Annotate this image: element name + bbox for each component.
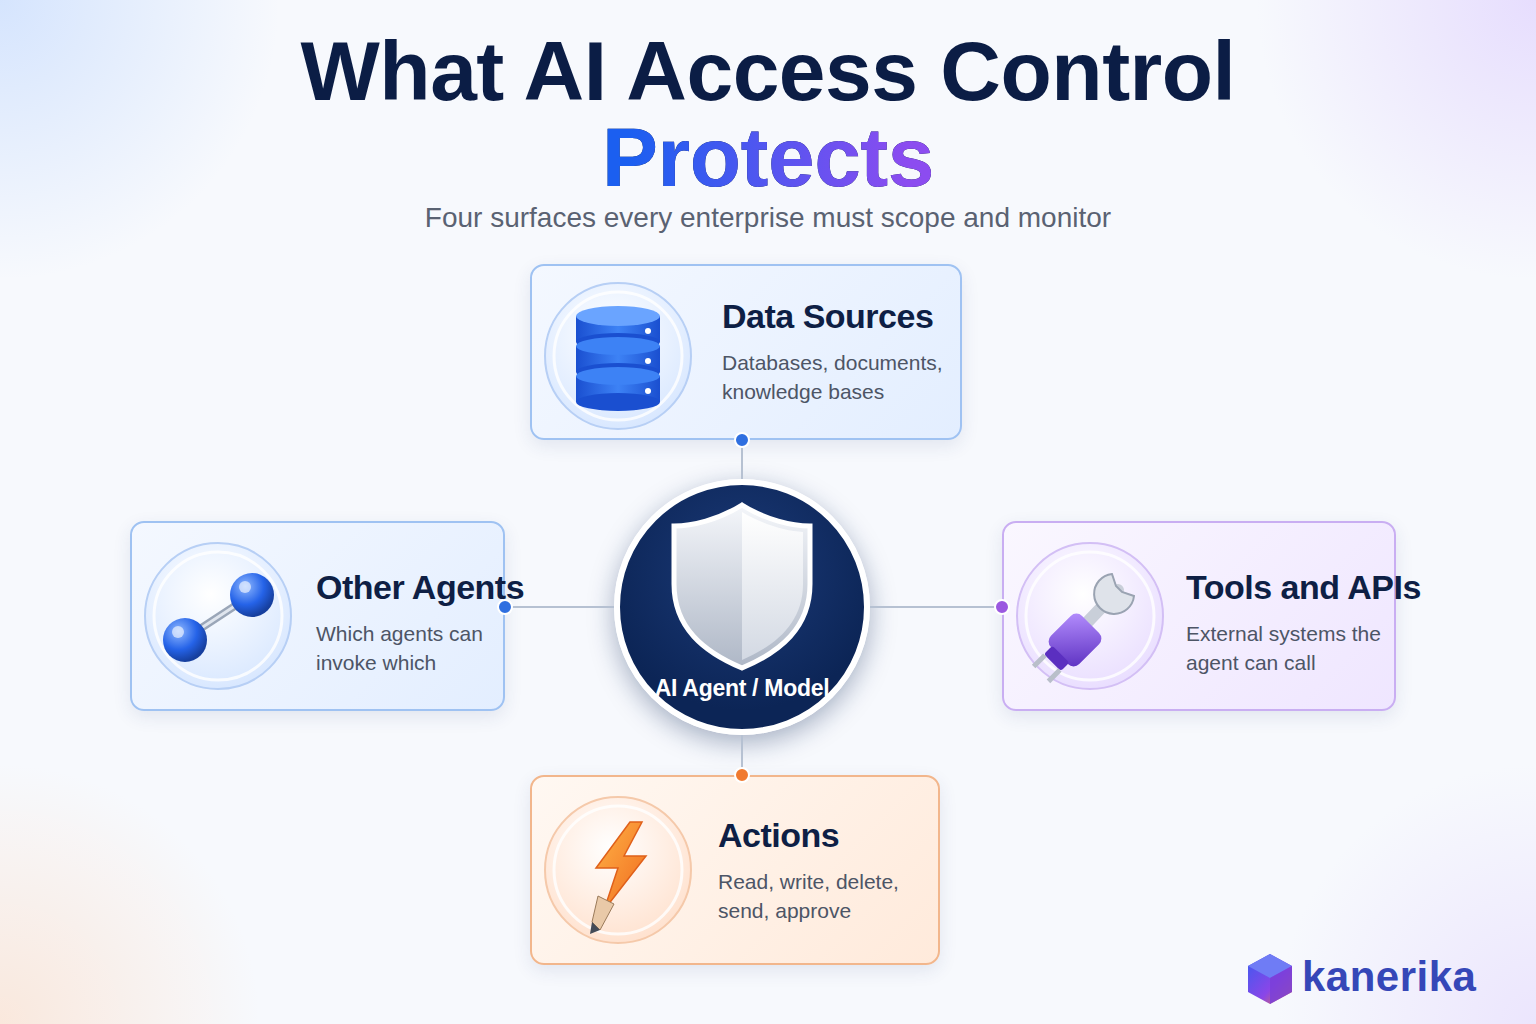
surface-box: Data SourcesDatabases, documents, knowle… — [530, 264, 962, 440]
logo-cube — [1248, 954, 1292, 1004]
surface-description: Databases, documents, knowledge bases — [722, 348, 952, 406]
surface-description: Which agents can invoke which — [316, 619, 496, 677]
surface-description: Read, write, delete, send, approve — [718, 867, 928, 925]
text-group: ActionsRead, write, delete, send, approv… — [718, 815, 928, 925]
connector-line — [498, 600, 614, 614]
logo-wordmark: kanerika — [1302, 953, 1476, 1001]
surface-heading: Data Sources — [722, 296, 952, 336]
surface-heading: Tools and APIs — [1186, 567, 1386, 607]
diagram-title: What AI Access Control Protects — [268, 28, 1268, 200]
text-group: Tools and APIsExternal systems the agent… — [1186, 567, 1386, 677]
text-group: Other AgentsWhich agents can invoke whic… — [316, 567, 496, 677]
connector-stroke — [741, 440, 743, 479]
connector-stroke — [741, 735, 743, 775]
agent-circle: AI Agent / Model — [614, 479, 870, 735]
connector-line — [870, 600, 1009, 614]
text-group: Data SourcesDatabases, documents, knowle… — [722, 296, 952, 406]
surface-box: Other AgentsWhich agents can invoke whic… — [130, 521, 505, 711]
connector-stroke — [505, 606, 614, 608]
surface-box: ActionsRead, write, delete, send, approv… — [530, 775, 940, 965]
subtitle-text: Four surfaces every enterprise must scop… — [268, 202, 1268, 234]
agent-label: AI Agent / Model — [620, 675, 864, 702]
surface-description: External systems the agent can call — [1186, 619, 1386, 677]
surface-heading: Other Agents — [316, 567, 496, 607]
surface-heading: Actions — [718, 815, 928, 855]
connector-stroke — [870, 606, 1002, 608]
surface-box: Tools and APIsExternal systems the agent… — [1002, 521, 1396, 711]
